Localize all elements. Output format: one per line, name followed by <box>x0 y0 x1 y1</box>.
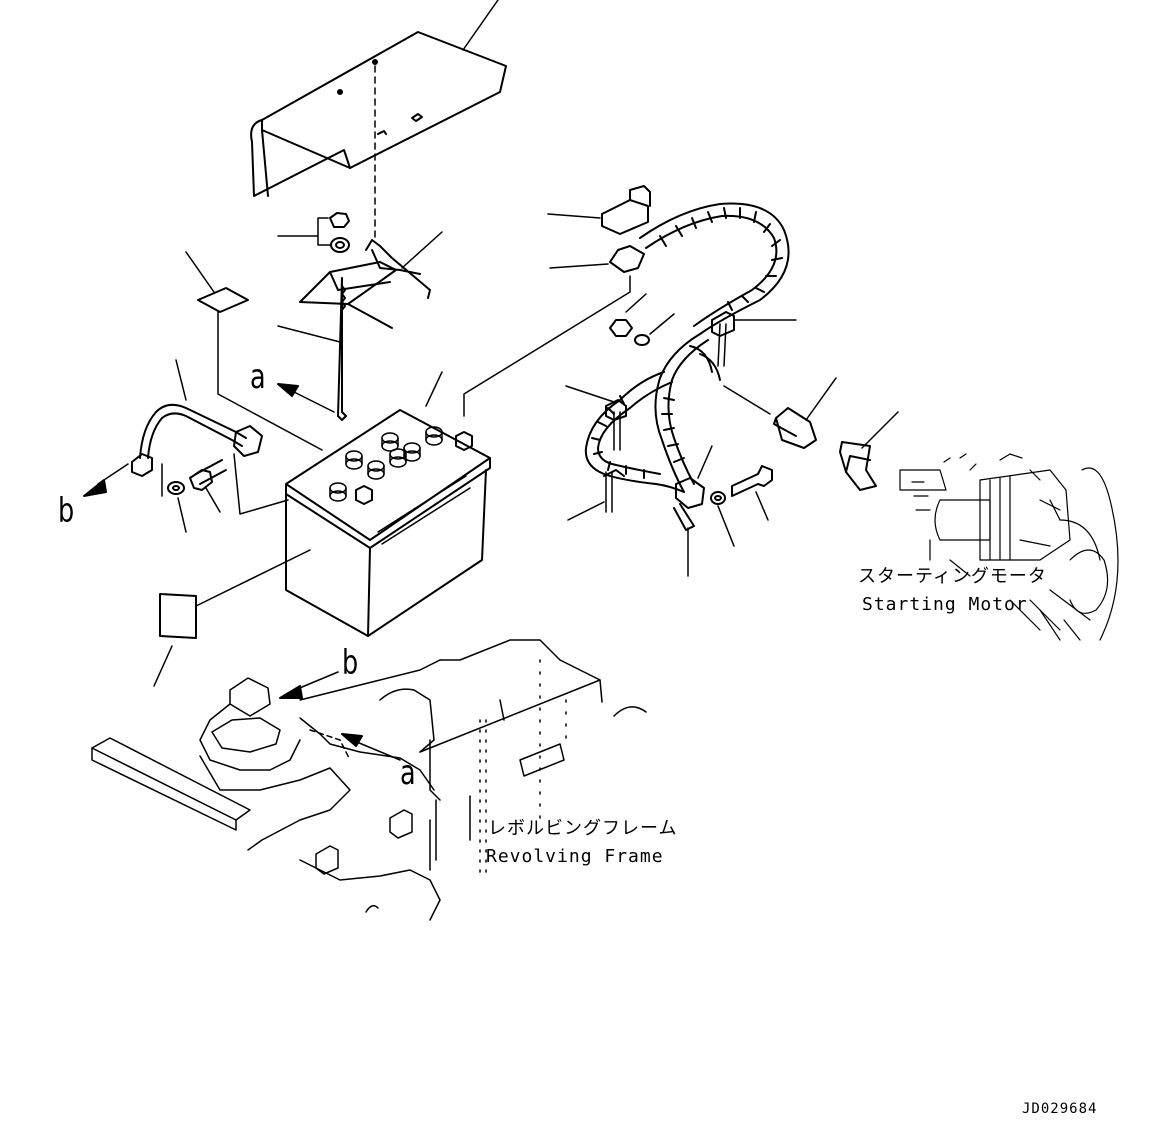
revolving-frame-label-en: Revolving Frame <box>486 846 664 867</box>
nut-and-washer <box>277 212 350 253</box>
terminal-boot <box>723 377 899 491</box>
revolving-frame-label-jp: レボルビングフレーム <box>488 818 678 839</box>
cable-nut-washer <box>609 293 773 547</box>
label-plate <box>185 251 323 451</box>
battery-label-plate <box>153 593 197 687</box>
arrow-a-upper <box>277 383 335 413</box>
positive-cable <box>547 185 797 577</box>
battery-cover <box>250 0 507 241</box>
arrow-b-label-upper: b <box>58 491 75 531</box>
negative-cable <box>83 359 289 533</box>
battery <box>195 275 631 637</box>
hold-down-bracket <box>277 231 443 421</box>
document-id: JD029684 <box>1022 1101 1098 1117</box>
starting-motor-label-jp: スターティングモータ <box>858 566 1047 587</box>
arrow-a-label-upper: a <box>250 357 266 397</box>
starting-motor <box>899 453 1119 641</box>
arrow-a-lower <box>341 733 401 761</box>
revolving-frame <box>91 639 647 921</box>
arrow-b-lower <box>279 671 339 699</box>
starting-motor-label-en: Starting Motor <box>862 594 1028 615</box>
arrow-b-label-lower: b <box>342 643 359 683</box>
arrow-a-label-lower: a <box>400 753 416 793</box>
